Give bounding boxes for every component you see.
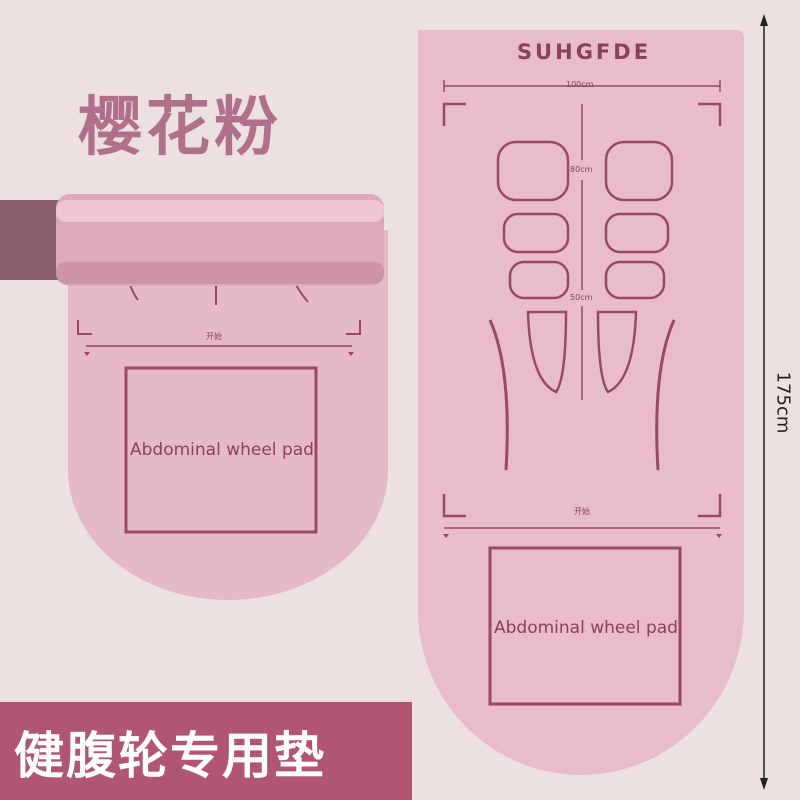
mat-roll (0, 194, 384, 286)
bottom-banner (0, 702, 412, 800)
brand-logo-text: SUHGFDE (516, 40, 652, 64)
height-label: 175cm (772, 371, 794, 434)
pad-label-left: Abdominal wheel pad (130, 440, 314, 460)
left-mat (68, 230, 388, 600)
banner-text: 健腹轮专用垫 (14, 727, 326, 785)
mark-80cm: 80cm (570, 165, 593, 174)
mark-50cm: 50cm (570, 293, 593, 302)
right-mat (418, 30, 744, 775)
pad-label-right: Abdominal wheel pad (494, 618, 678, 638)
start-mark-right: 开始 (574, 507, 590, 516)
color-title: 樱花粉 (78, 91, 282, 165)
height-dimension (760, 14, 768, 790)
start-mark-left: 开始 (206, 332, 222, 341)
width-mark: 100cm (566, 80, 594, 89)
